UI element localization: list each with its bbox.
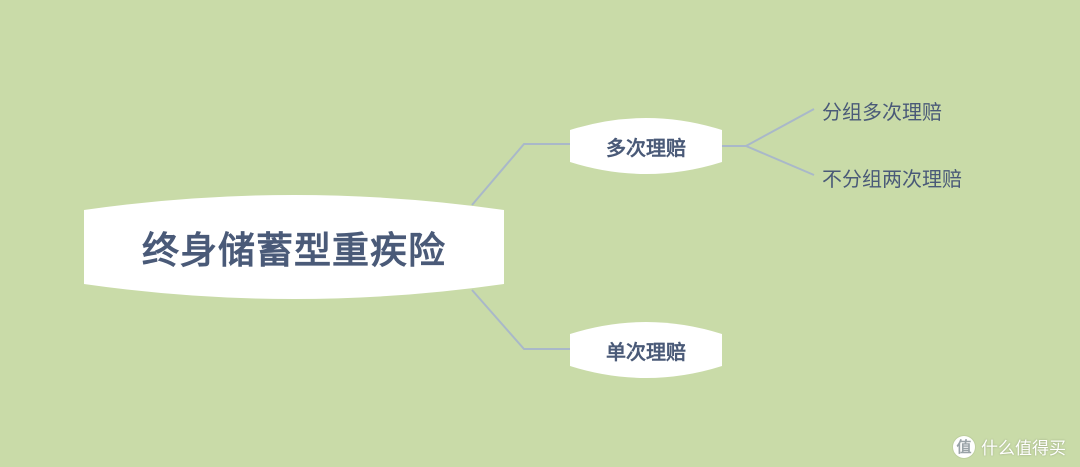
leaf-node-grouped-multiple-claims[interactable]: 分组多次理赔 xyxy=(822,100,942,124)
branch-node-multi-label: 多次理赔 xyxy=(606,135,686,160)
root-node-shape[interactable] xyxy=(84,195,504,299)
branch-node-single-label: 单次理赔 xyxy=(606,339,686,364)
smzdm-logo-icon: 值 xyxy=(953,435,975,458)
connector-multi-to-leaf-2 xyxy=(745,145,815,176)
connector-root-to-multi xyxy=(471,143,572,206)
root-node-label: 终身储蓄型重疾险 xyxy=(142,229,446,272)
connector-root-to-single xyxy=(471,289,572,350)
watermark: 值 什么值得买 xyxy=(953,434,1066,459)
watermark-text: 什么值得买 xyxy=(981,439,1066,459)
branch-node-multi-shape[interactable] xyxy=(570,118,722,174)
connector-multi-to-leaf-1 xyxy=(720,108,815,147)
branch-node-single-shape[interactable] xyxy=(570,322,722,378)
leaf-node-ungrouped-two-claims[interactable]: 不分组两次理赔 xyxy=(822,167,962,191)
